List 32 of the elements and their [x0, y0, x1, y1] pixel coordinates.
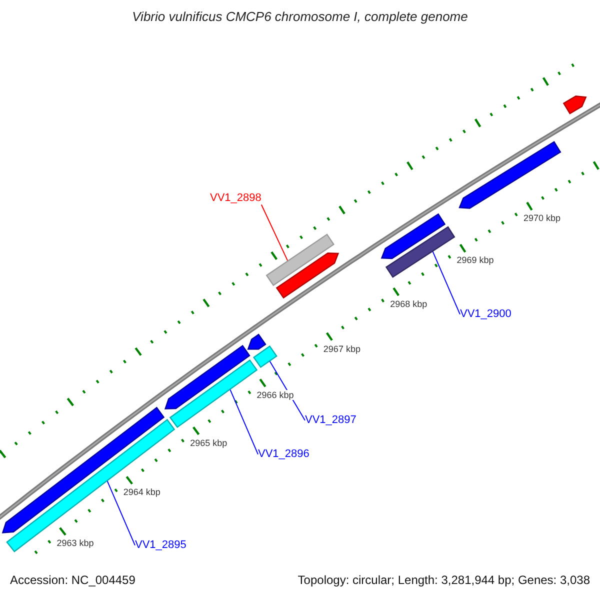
scale-label: 2967 kbp [323, 344, 360, 354]
gene-block [458, 140, 562, 209]
gene-block [276, 252, 340, 299]
gene-label: VV1_2896 [258, 448, 310, 461]
leader-line [269, 360, 306, 421]
genome-info-text: Topology: circular; Length: 3,281,944 bp; Genes: 3,038 [298, 574, 590, 588]
diagram-title: Vibrio vulnificus CMCP6 chromosome I, complete genome [131, 10, 469, 25]
gene-label: VV1_2897 [305, 414, 356, 427]
gene-bar [385, 226, 456, 278]
gene-block [2, 406, 165, 534]
scale-label: 2964 kbp [123, 487, 160, 498]
scale-label: 2963 kbp [56, 538, 94, 549]
leader-line [106, 479, 136, 546]
leader-line [432, 250, 460, 315]
accession-text: Accession: NC_004459 [10, 574, 136, 588]
scale-label: 2968 kbp [390, 298, 428, 310]
gene-block [247, 334, 266, 350]
scale-label: 2970 kbp [523, 213, 560, 224]
gene-bar [266, 234, 335, 286]
scale-label: 2965 kbp [190, 438, 228, 448]
scale-label: 2966 kbp [256, 390, 294, 400]
gene-bar [169, 359, 258, 428]
gene-bar [252, 345, 278, 368]
gene-block [380, 213, 446, 260]
gene-label: VV1_2900 [460, 308, 512, 321]
leader-line [229, 388, 258, 455]
scale-label: 2969 kbp [456, 255, 494, 266]
leader-line [260, 204, 288, 262]
gene-label: VV1_2895 [135, 539, 186, 552]
gene-label: VV1_2898 [210, 192, 262, 205]
gene-block [164, 344, 250, 410]
gene-block [562, 95, 587, 114]
